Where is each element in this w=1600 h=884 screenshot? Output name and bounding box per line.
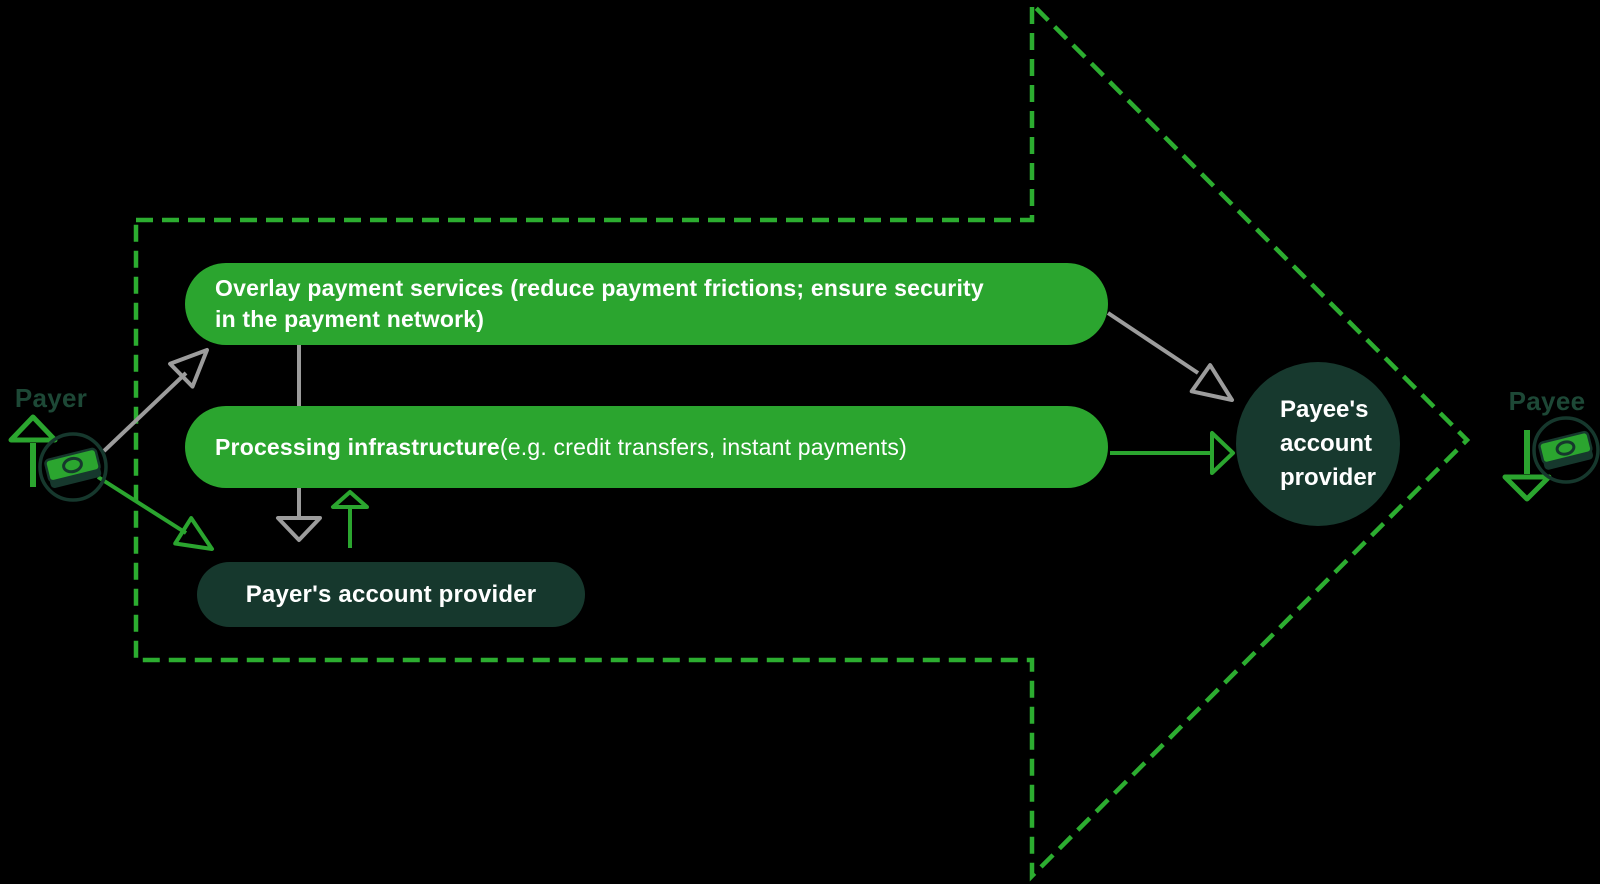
overlay-services-label-line1: Overlay payment services (reduce payment… bbox=[215, 275, 984, 301]
arrow-payer-to-overlay bbox=[102, 348, 209, 453]
overlay-services-box: Overlay payment services (reduce payment… bbox=[185, 263, 1108, 345]
arrow-payer-provider-to-processing bbox=[331, 490, 369, 548]
big-flow-arrow-outline bbox=[133, 0, 1471, 882]
payer-label: Payer bbox=[14, 383, 88, 413]
processing-label-bold: Processing infrastructure bbox=[215, 433, 500, 460]
payee-down-arrow-icon bbox=[1502, 430, 1552, 502]
overlay-services-label-line2: in the payment network) bbox=[215, 306, 485, 332]
payer-provider-label: Payer's account provider bbox=[245, 580, 537, 608]
payee-banknote-icon bbox=[1532, 416, 1600, 484]
payer-up-arrow-icon bbox=[8, 414, 58, 487]
payer-banknote-icon bbox=[38, 432, 108, 502]
payer-account-provider-box: Payer's account provider bbox=[197, 562, 585, 627]
processing-infrastructure-box: Processing infrastructure (e.g. credit t… bbox=[185, 406, 1108, 488]
processing-label-detail: (e.g. credit transfers, instant payments… bbox=[499, 433, 907, 460]
arrow-overlay-to-payee-provider bbox=[1106, 311, 1234, 402]
arrow-processing-to-payee-provider bbox=[1110, 431, 1235, 475]
arrow-payer-to-payer-provider bbox=[96, 475, 214, 551]
payee-account-provider-circle: Payee's account provider bbox=[1236, 362, 1400, 526]
arrow-overlay-to-payer-provider bbox=[276, 345, 322, 542]
payee-provider-label: Payee's account provider bbox=[1280, 396, 1377, 491]
payee-label: Payee bbox=[1508, 386, 1586, 416]
